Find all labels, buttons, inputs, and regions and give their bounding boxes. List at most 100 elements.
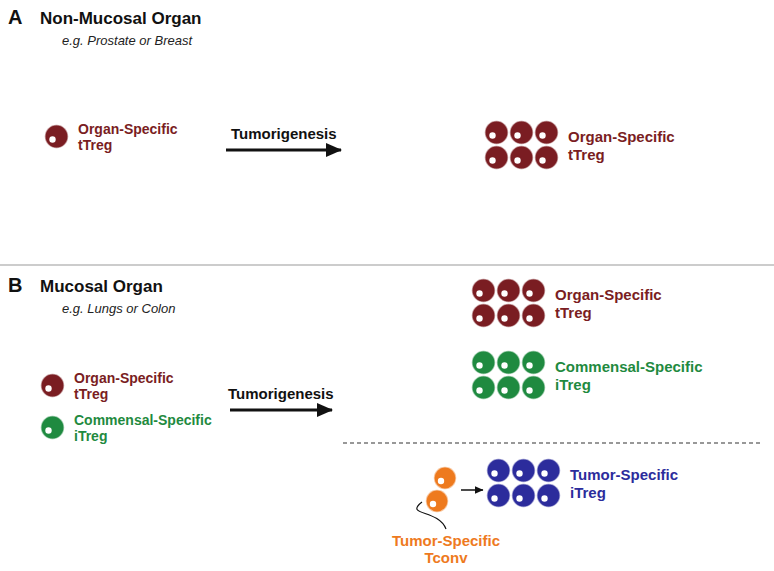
cell-label-box: Commensal-Specific iTreg — [74, 412, 224, 444]
panel-title: Mucosal Organ — [40, 277, 163, 297]
cell-nucleus — [526, 315, 532, 321]
transition-arrow — [230, 409, 332, 412]
cell-nucleus — [476, 387, 482, 393]
cell-nucleus — [45, 385, 51, 391]
cell-label: Organ-Specific tTreg — [568, 128, 693, 163]
cell — [426, 490, 448, 512]
edge-label: Tumorigenesis — [229, 125, 339, 142]
cell-label-box: Organ-Specific tTreg — [74, 370, 194, 402]
cell-nucleus — [541, 495, 547, 501]
cell — [485, 121, 508, 144]
cell — [537, 459, 560, 482]
cell-nucleus — [476, 362, 482, 368]
panel-title: Non-Mucosal Organ — [40, 9, 202, 29]
cell — [434, 467, 456, 489]
cell — [41, 374, 64, 397]
cell — [512, 459, 535, 482]
tumor-ellipse: Organ-Specific tTregCommensal-Specific i… — [336, 252, 768, 569]
panel: A Non-Mucosal Organ e.g. Prostate or Breas… — [0, 0, 774, 264]
cell-nucleus — [514, 132, 520, 138]
cell — [522, 304, 545, 327]
cell-label: Organ-Specific tTreg — [78, 121, 198, 153]
cell — [45, 125, 68, 148]
panel-subtitle: e.g. Prostate or Breast — [62, 33, 192, 48]
cell-label: Commensal-Specific iTreg — [555, 358, 715, 393]
cell-label-box: Commensal-Specific iTreg — [555, 358, 715, 393]
cell-nucleus — [526, 290, 532, 296]
cell-group — [44, 124, 70, 150]
cell-label: Tumor-Specific Tconv — [388, 532, 504, 567]
tumor-ellipse: Organ-Specific tTreg — [345, 33, 769, 259]
cell-nucleus — [516, 495, 522, 501]
cell — [497, 279, 520, 302]
cell — [535, 121, 558, 144]
cell — [487, 459, 510, 482]
dashed-divider — [343, 442, 761, 443]
cell-nucleus — [430, 501, 436, 507]
cell-nucleus — [489, 157, 495, 163]
cell — [472, 304, 495, 327]
cell — [522, 351, 545, 374]
cell-label: Organ-Specific tTreg — [74, 370, 194, 402]
panel-separator — [0, 264, 774, 265]
cell-nucleus — [514, 157, 520, 163]
edge-label: Tumorigenesis — [226, 385, 336, 402]
cell-nucleus — [489, 132, 495, 138]
cell — [497, 304, 520, 327]
cell-cluster: Organ-Specific tTreg — [484, 120, 693, 171]
ellipse-shape — [5, 346, 227, 474]
cell-nucleus — [516, 470, 522, 476]
cell-cluster: Commensal-Specific iTreg — [40, 412, 224, 444]
cell-label-box: Organ-Specific tTreg — [568, 128, 693, 163]
cell-nucleus — [501, 387, 507, 393]
cell-cluster: Organ-Specific tTreg — [471, 278, 680, 329]
cell-nucleus — [438, 478, 444, 484]
cell-label: Organ-Specific tTreg — [555, 286, 680, 321]
transition-arrow — [226, 149, 341, 152]
cell-label-box: Organ-Specific tTreg — [78, 121, 198, 153]
cell — [41, 416, 64, 439]
ellipse-shape — [337, 253, 767, 568]
cell-nucleus — [45, 427, 51, 433]
cell-nucleus — [526, 387, 532, 393]
cell — [510, 146, 533, 169]
ellipse-shape — [13, 89, 223, 211]
cell-group — [40, 373, 66, 399]
cell-label-box: Tumor-Specific Tconv — [388, 532, 504, 567]
cell-cluster: Commensal-Specific iTreg — [471, 350, 715, 401]
cell-nucleus — [541, 470, 547, 476]
cell-label-box: Organ-Specific tTreg — [555, 286, 680, 321]
cell-nucleus — [539, 132, 545, 138]
cell-group — [486, 458, 562, 509]
cell-nucleus — [491, 495, 497, 501]
organ-ellipse: Organ-Specific tTregCommensal-Specific i… — [4, 345, 228, 475]
tconv-cells: Tumor-Specific Tconv — [424, 466, 458, 514]
cell-group — [471, 350, 547, 401]
cell-nucleus — [539, 157, 545, 163]
panel-letter: B — [8, 274, 22, 297]
cell — [537, 484, 560, 507]
panel-letter: A — [8, 6, 22, 29]
cell-nucleus — [501, 290, 507, 296]
cell-label: Commensal-Specific iTreg — [74, 412, 224, 444]
panel: BMucosal Organe.g. Lungs or ColonOrgan-S… — [0, 268, 774, 571]
ellipse-outline — [345, 33, 769, 259]
cell-nucleus — [476, 315, 482, 321]
ellipse-outline — [4, 345, 228, 475]
cell-nucleus — [501, 315, 507, 321]
cell-nucleus — [501, 362, 507, 368]
cell — [535, 146, 558, 169]
organ-ellipse: Organ-Specific tTreg — [12, 88, 224, 212]
cell — [497, 351, 520, 374]
ellipse-shape — [346, 34, 768, 258]
cell-nucleus — [49, 136, 55, 142]
cell — [522, 376, 545, 399]
cell-nucleus — [491, 470, 497, 476]
cell — [497, 376, 520, 399]
cell — [485, 146, 508, 169]
cell-group — [471, 278, 547, 329]
ellipse-outline — [336, 252, 768, 569]
cell-group — [484, 120, 560, 171]
panel-subtitle: e.g. Lungs or Colon — [62, 301, 175, 316]
cell-cluster: Organ-Specific tTreg — [40, 370, 194, 402]
